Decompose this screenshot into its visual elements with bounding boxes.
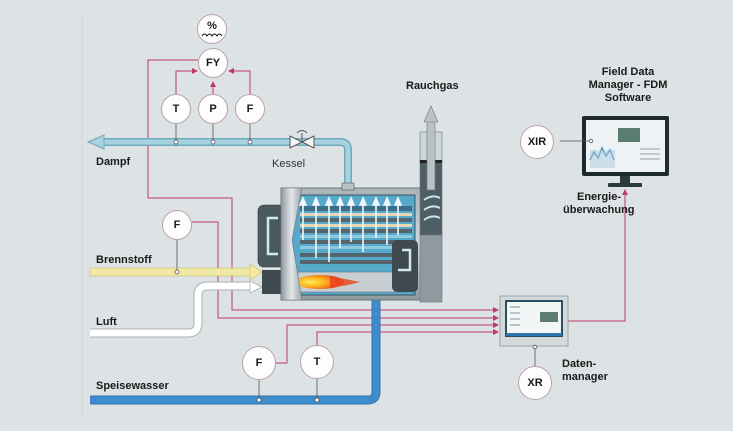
label-air: Luft [96, 316, 117, 328]
steam-pipe [86, 134, 352, 186]
steam-valve-icon [289, 130, 315, 149]
signal-line-feed-flow [275, 322, 499, 364]
instrument-feedwater-flow-label: F [255, 357, 263, 369]
instrument-xir-label: XIR [527, 136, 547, 148]
instrument-xir: XIR [520, 125, 554, 159]
boiler-tubes [300, 206, 412, 264]
instrument-steam-pressure-label: P [209, 103, 217, 115]
instrument-fuel-flow-label: F [173, 219, 181, 231]
signal-line-steam-flow [228, 68, 251, 95]
fdm-monitor [560, 116, 669, 187]
label-fuel: Brennstoff [96, 254, 152, 266]
label-energy-line2: überwachung [563, 204, 635, 216]
label-fdm-software: Field Data Manager - FDM Software [583, 66, 673, 105]
flue-gas-arrow-icon [423, 105, 439, 123]
instrument-steam-flow-label: F [246, 103, 254, 115]
signal-line-steam-temp [175, 68, 198, 95]
instrument-feedwater-temperature: T [300, 345, 334, 379]
instrument-xr: XR [518, 366, 552, 400]
signal-line-feed-temp [316, 329, 499, 345]
boiler [257, 105, 443, 303]
air-pipe [90, 280, 263, 338]
fuel-pipe [89, 240, 263, 281]
label-steam: Dampf [96, 156, 131, 168]
instrument-xr-label: XR [527, 377, 543, 389]
flue-gas-flow-arrows [298, 195, 403, 262]
label-fdm-line1: Field Data [601, 66, 655, 78]
label-data-manager: Daten- manager [562, 358, 608, 384]
label-flue-gas: Rauchgas [406, 80, 459, 92]
label-datamanager-line1: Daten- [562, 358, 597, 370]
instrument-steam-temperature-label: T [172, 103, 180, 115]
label-fdm-line2: Manager - FDM [588, 79, 668, 91]
steam-arrow-icon [86, 134, 105, 150]
label-boiler: Kessel [272, 158, 306, 170]
label-datamanager-line2: manager [562, 371, 608, 383]
fuel-arrow-icon [249, 263, 263, 281]
instrument-feedwater-temperature-label: T [313, 356, 321, 368]
instrument-feedwater-flow: F [242, 346, 276, 380]
instrument-steam-temperature: T [161, 94, 191, 124]
label-feedwater: Speisewasser [96, 380, 169, 392]
instrument-steam-flow: F [235, 94, 265, 124]
signal-line-fy [147, 59, 499, 313]
label-fdm-line3: Software [604, 92, 652, 104]
instrument-fuel-flow: F [162, 210, 192, 240]
water-wave-icon [201, 33, 223, 37]
air-arrow-icon [249, 280, 263, 294]
label-energy-line1: Energie- [576, 191, 621, 203]
instrument-fy: FY [198, 48, 228, 78]
level-indicator: % [197, 14, 227, 44]
label-energy-monitoring: Energie- überwachung [563, 191, 635, 217]
signal-line-fdm [568, 189, 628, 322]
instrument-steam-pressure: P [198, 94, 228, 124]
instrument-fy-label: FY [205, 57, 221, 69]
data-manager-device [499, 295, 569, 367]
level-indicator-label: % [207, 19, 217, 32]
